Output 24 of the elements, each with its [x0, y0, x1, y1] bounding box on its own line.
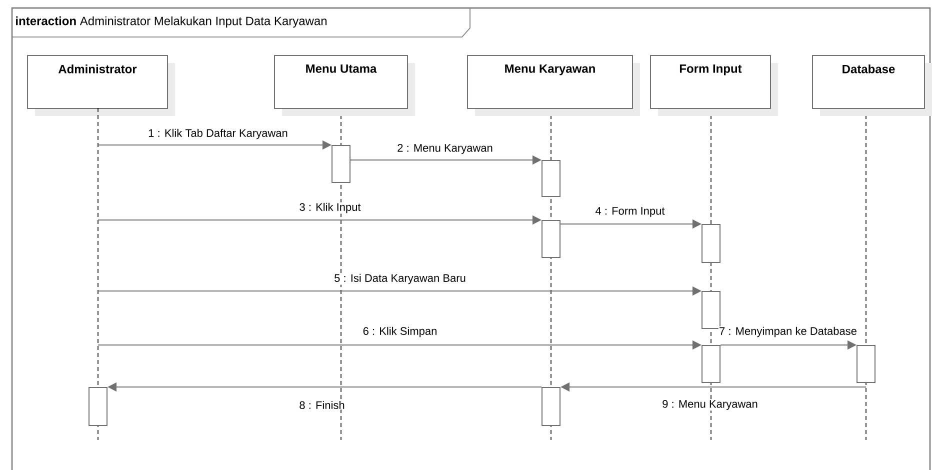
lifeline-box: Menu Karyawan: [467, 55, 640, 116]
edge-label: 4 : Form Input: [594, 206, 666, 218]
lifeline-box: Form Input: [650, 55, 778, 116]
activation-bar: [856, 345, 876, 383]
lifeline-box: Database: [812, 55, 932, 116]
edge-label: 6 : Klik Simpan: [362, 326, 438, 338]
edge-label: 7 : Menyimpan ke Database: [718, 326, 858, 338]
activation-bar: [542, 220, 560, 258]
edge-label: 9 : Menu Karyawan: [662, 399, 758, 411]
activation-bar: [702, 224, 720, 263]
edge-label: 2 : Menu Karyawan: [396, 143, 494, 155]
edge-label: 3 : Klik Input: [298, 202, 362, 214]
edge-label: 8 : Finish: [298, 400, 346, 410]
activation-bar: [332, 145, 350, 183]
lifeline-box: Menu Utama: [274, 55, 415, 116]
activation-bar: [542, 160, 560, 197]
activation-bar: [702, 291, 720, 329]
frame-title: interaction Administrator Melakukan Input Data Karyawan: [12, 8, 470, 38]
edge-label: 5 : Isi Data Karyawan Baru: [333, 273, 467, 285]
edge-label: 1 : Klik Tab Daftar Karyawan: [148, 128, 288, 140]
activation-bar: [88, 387, 108, 426]
activation-bar: [702, 345, 720, 383]
lifeline-box: Administrator: [27, 55, 175, 116]
activation-bar: [542, 387, 560, 426]
